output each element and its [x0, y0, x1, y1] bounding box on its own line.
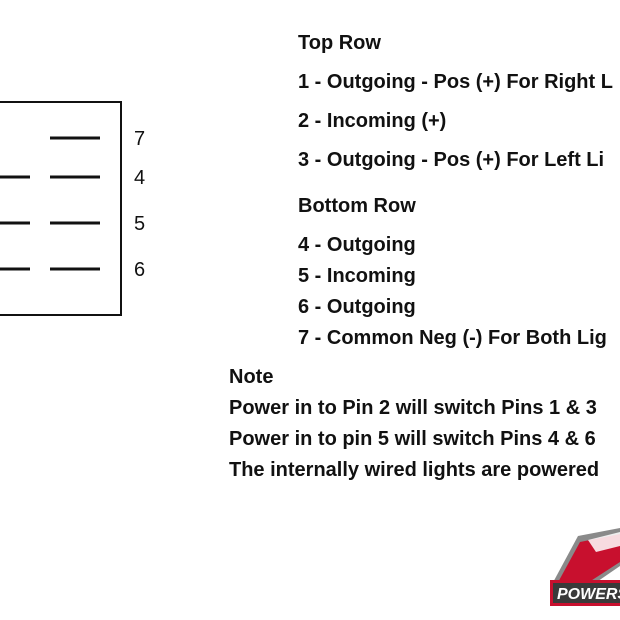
- switch-body-outline: [0, 101, 122, 316]
- top-row-heading: Top Row: [298, 32, 381, 54]
- brand-logo: POWERS: [548, 526, 620, 608]
- bottom-row-item: 6 - Outgoing: [298, 296, 416, 318]
- top-row-item: 3 - Outgoing - Pos (+) For Left Li: [298, 149, 605, 171]
- bottom-row-item: 5 - Incoming: [298, 265, 416, 287]
- note-heading: Note: [229, 366, 274, 388]
- top-row-item: 2 - Incoming (+): [298, 110, 447, 132]
- note-line: Power in to pin 5 will switch Pins 4 & 6: [229, 428, 596, 450]
- top-row-item: 1 - Outgoing - Pos (+) For Right L: [298, 71, 613, 93]
- bottom-row-item: 4 - Outgoing: [298, 234, 416, 256]
- bottom-row-heading: Bottom Row: [298, 195, 416, 217]
- bottom-row-item: 7 - Common Neg (-) For Both Lig: [298, 327, 607, 349]
- switch-diagram: [0, 101, 122, 316]
- pin-label-5: 5: [134, 213, 146, 235]
- logo-banner-inner: [553, 583, 620, 603]
- pin-label-7: 7: [134, 128, 146, 150]
- logo-x-highlight: [588, 532, 620, 552]
- note-line: The internally wired lights are powered: [229, 459, 600, 481]
- pin-label-6: 6: [134, 259, 146, 281]
- logo-text: POWERS: [557, 586, 620, 603]
- note-line: Power in to Pin 2 will switch Pins 1 & 3: [229, 397, 597, 419]
- pin-label-4: 4: [134, 167, 146, 189]
